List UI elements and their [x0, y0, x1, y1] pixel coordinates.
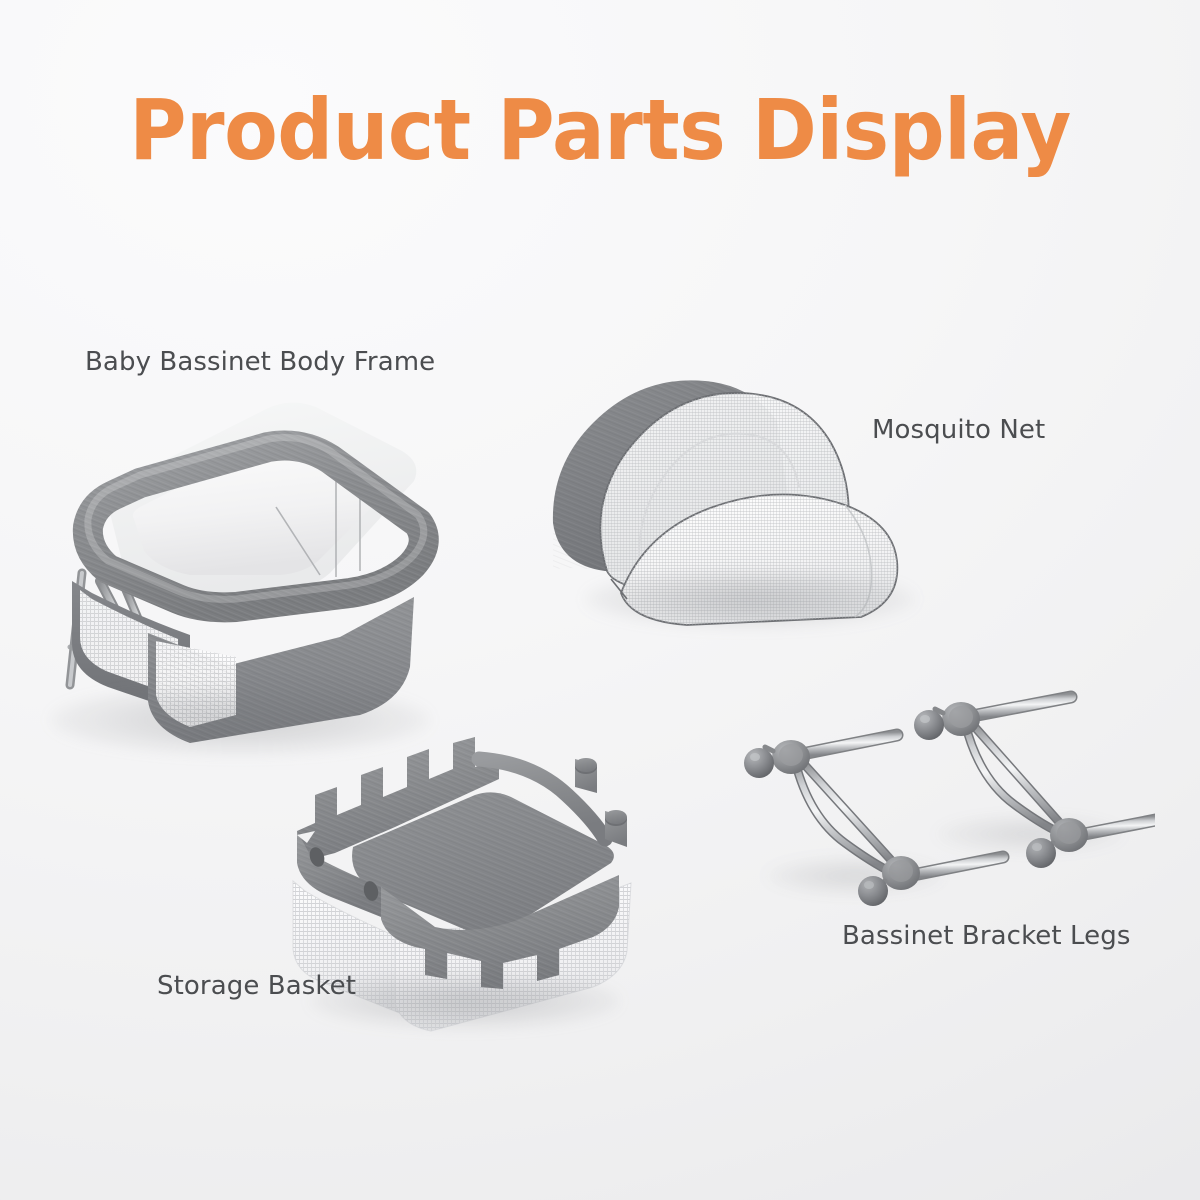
bracket-legs-illustration [744, 690, 1155, 906]
storage-basket-shadow [310, 973, 620, 1029]
part-mosquito-net[interactable] [545, 355, 945, 645]
mosquito-net-illustration [552, 380, 899, 626]
caster-wheel-upper-right [914, 710, 944, 740]
bassinet-illustration [65, 402, 439, 743]
caster-wheel-upper-left [744, 748, 774, 778]
label-storage-basket: Storage Basket [157, 971, 357, 1001]
part-baby-bassinet-body-frame[interactable] [30, 385, 450, 765]
mosquito-net-shadow [585, 570, 915, 628]
bracket-legs-shadow-right [935, 815, 1125, 853]
storage-basket-illustration [292, 737, 632, 1032]
label-baby-bassinet-body-frame: Baby Bassinet Body Frame [85, 347, 436, 377]
bassinet-shadow [50, 685, 430, 755]
label-mosquito-net: Mosquito Net [872, 415, 1046, 445]
part-storage-basket[interactable] [275, 735, 655, 1035]
part-bassinet-bracket-legs[interactable] [735, 685, 1155, 915]
storage-basket-crenellated-frame [297, 737, 627, 989]
bracket-legs-shadow-left [765, 857, 945, 895]
label-bassinet-bracket-legs: Bassinet Bracket Legs [842, 921, 1131, 951]
bracket-leg-right [914, 690, 1155, 868]
bracket-leg-left [744, 728, 1010, 906]
page-title: Product Parts Display [129, 81, 1071, 179]
